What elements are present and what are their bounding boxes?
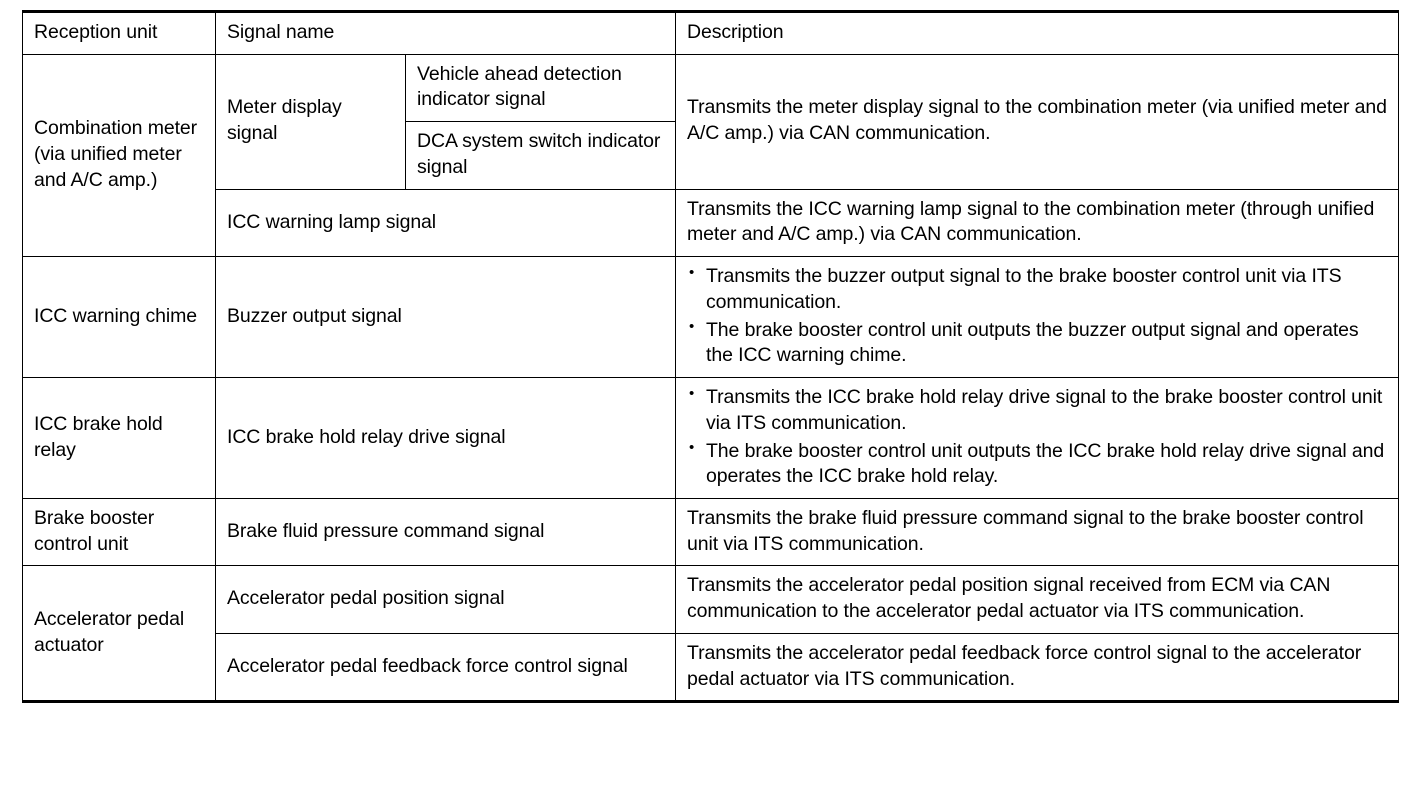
signal-brake-fluid-pressure-command: Brake fluid pressure command signal — [215, 498, 676, 567]
table-row: ICC warning lamp signal Transmits the IC… — [23, 188, 1399, 258]
description-accelerator-pedal-feedback-force-control-signal: Transmits the accelerator pedal feedback… — [675, 632, 1399, 703]
bullet-item: Transmits the buzzer output signal to th… — [687, 263, 1387, 315]
signal-dca-system-switch-indicator: DCA system switch indicator signal — [405, 121, 676, 190]
signal-icc-brake-hold-relay-drive: ICC brake hold relay drive signal — [215, 377, 676, 500]
table-row: DCA system switch indicator signal — [23, 121, 1399, 190]
signal-icc-warning-lamp: ICC warning lamp signal — [215, 188, 676, 258]
description-accelerator-pedal-position-signal: Transmits the accelerator pedal position… — [675, 565, 1399, 634]
reception-unit-accelerator-pedal-actuator: Accelerator pedal actuator — [22, 565, 216, 703]
table-header: Reception unit Signal name Description — [22, 11, 1399, 55]
reception-unit-icc-warning-chime: ICC warning chime — [22, 256, 216, 379]
reception-unit-icc-brake-hold-relay: ICC brake hold relay — [22, 377, 216, 500]
table-sheet: Reception unit Signal name Description C… — [22, 10, 1399, 704]
bullet-list: Transmits the ICC brake hold relay drive… — [687, 384, 1387, 490]
column-header-description: Description — [675, 11, 1399, 55]
table-row: Brake booster control unit Brake fluid p… — [22, 498, 1399, 567]
column-header-reception-unit: Reception unit — [22, 11, 216, 55]
bullet-item: Transmits the ICC brake hold relay drive… — [687, 384, 1387, 436]
signal-vehicle-ahead-detection-indicator: Vehicle ahead detection indicator signal — [405, 53, 676, 123]
table-row: ICC warning chime Buzzer output signal T… — [22, 256, 1399, 379]
table-row: Accelerator pedal feedback force control… — [23, 632, 1399, 703]
bullet-item: The brake booster control unit outputs t… — [687, 317, 1387, 369]
description-icc-warning-lamp-signal: Transmits the ICC warning lamp signal to… — [675, 188, 1399, 258]
description-buzzer-output-signal: Transmits the buzzer output signal to th… — [675, 256, 1399, 379]
header-row: Reception unit Signal name Description — [22, 11, 1399, 55]
table-body: Combination meter (via unified meter and… — [22, 53, 1399, 703]
column-header-signal-name: Signal name — [215, 11, 676, 55]
table-row: ICC brake hold relay ICC brake hold rela… — [22, 377, 1399, 500]
bullet-list: Transmits the buzzer output signal to th… — [687, 263, 1387, 369]
bullet-item: The brake booster control unit outputs t… — [687, 438, 1387, 490]
signal-buzzer-output: Buzzer output signal — [215, 256, 676, 379]
description-brake-fluid-pressure-command-signal: Transmits the brake fluid pressure comma… — [675, 498, 1399, 567]
reception-unit-brake-booster-control-unit: Brake booster control unit — [22, 498, 216, 567]
signal-description-table: Reception unit Signal name Description C… — [22, 10, 1399, 704]
signal-accelerator-pedal-feedback-force-control: Accelerator pedal feedback force control… — [215, 632, 676, 703]
reception-unit-combination-meter: Combination meter (via unified meter and… — [22, 53, 216, 258]
signal-accelerator-pedal-position: Accelerator pedal position signal — [215, 565, 676, 634]
table-row: Accelerator pedal actuator Accelerator p… — [22, 565, 1399, 703]
description-meter-display-signal: Transmits the meter display signal to th… — [675, 53, 1399, 190]
signal-group-meter-display: Meter display signal — [215, 53, 406, 190]
description-icc-brake-hold-relay-drive-signal: Transmits the ICC brake hold relay drive… — [675, 377, 1399, 500]
table-row: Combination meter (via unified meter and… — [22, 53, 1399, 258]
